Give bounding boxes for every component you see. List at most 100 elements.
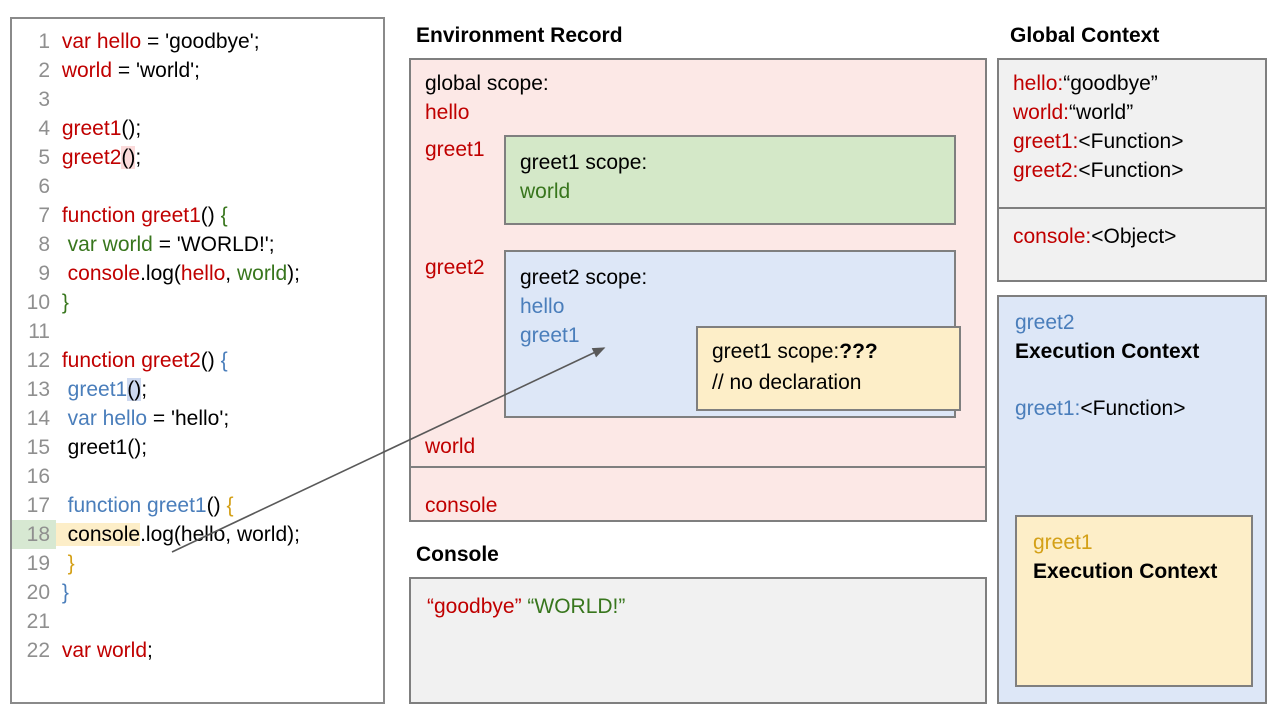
code-line-number: 14 xyxy=(26,407,50,430)
code-line[interactable]: 19 } xyxy=(12,549,383,578)
greet2-ec-binding-greet1: greet1:<Function> xyxy=(1015,397,1185,421)
code-line[interactable]: 16 xyxy=(12,462,383,491)
code-line-number: 12 xyxy=(26,349,50,372)
greet2-scope-var-greet1: greet1 xyxy=(520,324,580,347)
code-token: console xyxy=(56,262,141,285)
code-line-text: console.log(hello, world); xyxy=(56,520,300,549)
code-token: ; xyxy=(147,639,153,662)
code-line-text: var world = 'WORLD!'; xyxy=(56,230,275,259)
code-line-number: 13 xyxy=(26,378,50,401)
code-line-number: 5 xyxy=(38,146,50,169)
global-var-hello: hello xyxy=(425,101,470,124)
code-line-text: console.log(hello, world); xyxy=(56,259,300,288)
code-line-text: greet2(); xyxy=(56,143,141,172)
code-line[interactable]: 12 function greet2() { xyxy=(12,346,383,375)
greet1-scope-tooltip: greet1 scope:??? // no declaration xyxy=(696,326,961,411)
code-line[interactable]: 11 xyxy=(12,317,383,346)
global-binding-hello-value: “goodbye” xyxy=(1063,72,1158,95)
greet2-ec-name: greet2 xyxy=(1015,311,1075,334)
code-token: function greet1 xyxy=(56,204,201,227)
code-token: , xyxy=(225,262,237,285)
code-line[interactable]: 18 console.log(hello, world); xyxy=(12,520,383,549)
code-line-number: 9 xyxy=(38,262,50,285)
code-token: .log(hello, world); xyxy=(140,523,300,546)
code-token: world xyxy=(56,59,113,82)
greet2-ec-title: Execution Context xyxy=(1015,340,1200,363)
code-line[interactable]: 2 world = 'world'; xyxy=(12,56,383,85)
code-line-text: function greet1() { xyxy=(56,201,228,230)
code-line[interactable]: 3 xyxy=(12,85,383,114)
code-line-number: 4 xyxy=(38,117,50,140)
global-var-console: console xyxy=(425,494,498,517)
code-line[interactable]: 7 function greet1() { xyxy=(12,201,383,230)
code-token: { xyxy=(220,204,228,227)
greet2-scope-box: greet2 scope: hello greet1 greet1 scope:… xyxy=(504,250,961,418)
code-line[interactable]: 14 var hello = 'hello'; xyxy=(12,404,383,433)
code-line[interactable]: 5 greet2(); xyxy=(12,143,383,172)
code-token: = 'world'; xyxy=(112,59,200,82)
code-token: hello xyxy=(180,262,226,285)
code-line-text: var hello = 'hello'; xyxy=(56,404,230,433)
global-var-world: world xyxy=(425,435,476,458)
code-token: console xyxy=(56,523,141,546)
code-line-text: greet1(); xyxy=(56,375,147,404)
global-binding-greet1-name: greet1: xyxy=(1013,130,1079,153)
code-token: } xyxy=(61,581,69,604)
greet1-scope-box: greet1 scope: world xyxy=(504,135,956,225)
code-token: var world xyxy=(56,233,153,256)
code-token: () xyxy=(206,494,227,517)
code-token: } xyxy=(61,291,69,314)
code-token: greet1 xyxy=(56,378,128,401)
code-line[interactable]: 1 var hello = 'goodbye'; xyxy=(12,27,383,56)
tooltip-line-1: greet1 scope:??? xyxy=(712,340,878,364)
code-token: var hello xyxy=(56,30,142,53)
global-var-greet2: greet2 xyxy=(425,256,485,279)
code-token: () xyxy=(200,204,221,227)
code-editor-panel[interactable]: 1 var hello = 'goodbye';2 world = 'world… xyxy=(10,17,385,704)
code-line[interactable]: 4 greet1(); xyxy=(12,114,383,143)
code-line[interactable]: 20 } xyxy=(12,578,383,607)
code-token: } xyxy=(67,552,75,575)
code-token: = 'goodbye'; xyxy=(141,30,260,53)
code-line[interactable]: 8 var world = 'WORLD!'; xyxy=(12,230,383,259)
console-output-line: “goodbye” “WORLD!” xyxy=(427,595,625,619)
code-token: = 'WORLD!'; xyxy=(152,233,275,256)
global-binding-hello: hello:“goodbye” xyxy=(1013,72,1158,96)
code-line[interactable]: 21 xyxy=(12,607,383,636)
code-line-text: var hello = 'goodbye'; xyxy=(56,27,260,56)
code-line-number: 21 xyxy=(26,610,50,633)
code-line[interactable]: 10 } xyxy=(12,288,383,317)
code-line[interactable]: 15 greet1(); xyxy=(12,433,383,462)
environment-record-divider xyxy=(411,466,985,468)
code-line[interactable]: 22 var world; xyxy=(12,636,383,665)
global-binding-greet2: greet2:<Function> xyxy=(1013,159,1183,183)
global-context-heading: Global Context xyxy=(1010,24,1160,47)
global-binding-greet2-value: <Function> xyxy=(1078,159,1184,182)
code-token: .log( xyxy=(140,262,181,285)
code-token: var world xyxy=(56,639,148,662)
code-line[interactable]: 13 greet1(); xyxy=(12,375,383,404)
code-token: = 'hello'; xyxy=(147,407,230,430)
global-binding-greet1-value: <Function> xyxy=(1078,130,1184,153)
code-line-number: 18 xyxy=(12,520,56,549)
code-token: world xyxy=(236,262,288,285)
global-binding-console-value: <Object> xyxy=(1091,225,1177,248)
code-line[interactable]: 17 function greet1() { xyxy=(12,491,383,520)
code-line-number: 10 xyxy=(26,291,50,314)
code-line-text: greet1(); xyxy=(56,433,147,462)
global-binding-world: world:“world” xyxy=(1013,101,1133,125)
code-token: ; xyxy=(135,146,142,169)
code-lines[interactable]: 1 var hello = 'goodbye';2 world = 'world… xyxy=(12,27,383,665)
code-token: greet1(); xyxy=(56,436,148,459)
code-line-text: } xyxy=(56,549,75,578)
greet1-scope-var-world: world xyxy=(520,180,571,203)
code-line[interactable]: 6 xyxy=(12,172,383,201)
code-line-number: 3 xyxy=(38,88,50,111)
global-binding-console: console:<Object> xyxy=(1013,225,1176,249)
code-line-number: 19 xyxy=(26,552,50,575)
global-binding-hello-name: hello: xyxy=(1013,72,1064,95)
code-line-number: 17 xyxy=(26,494,50,517)
console-output-token: “WORLD!” xyxy=(521,595,626,618)
code-line-number: 2 xyxy=(38,59,50,82)
code-line[interactable]: 9 console.log(hello, world); xyxy=(12,259,383,288)
